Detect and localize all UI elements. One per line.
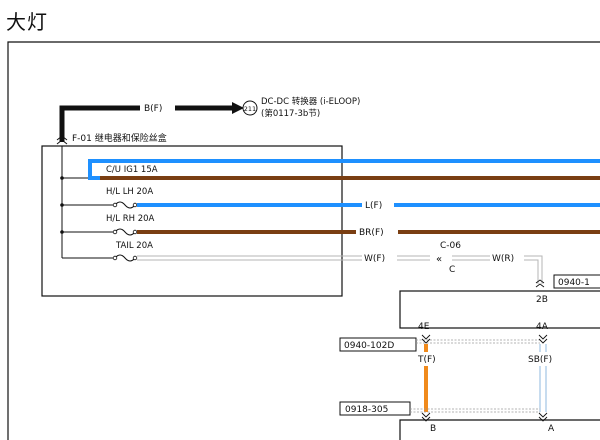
- source-wire: B(F) 211 DC-DC 转换器 (i-ELOOP) (第0117-3b节): [59, 96, 360, 142]
- wire-orange: T(F): [417, 344, 436, 412]
- ref-box-mid: 0940-102D: [344, 341, 394, 351]
- splice-chevron-icon: [535, 279, 545, 288]
- splice-chevron-icon: [56, 135, 68, 145]
- fuse-symbol-icon: [114, 201, 136, 209]
- fuse-label: H/L LH 20A: [106, 187, 153, 197]
- connector-c06-pin: C: [449, 265, 455, 275]
- outer-frame: [7, 41, 600, 440]
- splice-chevron-icon: [421, 334, 431, 344]
- wire-label-orange: T(F): [417, 355, 436, 365]
- arrow-icon: [232, 102, 244, 114]
- source-name: DC-DC 转换器 (i-ELOOP): [261, 96, 360, 107]
- wire-label-rh: BR(F): [359, 228, 384, 238]
- splice-chevron-icon: [538, 334, 548, 344]
- wire-label-sky: SB(F): [528, 355, 552, 365]
- fuse-label: H/L RH 20A: [106, 214, 155, 224]
- fuse-hl-lh: H/L LH 20A L(F): [106, 187, 600, 211]
- wire-sky-blue: SB(F): [528, 344, 552, 412]
- fuse-cu-ig1: C/U IG1 15A: [88, 159, 600, 180]
- fuse-label: TAIL 20A: [115, 241, 153, 251]
- connector-chevron-icon: «: [436, 254, 442, 265]
- component-block: [399, 290, 600, 329]
- fuse-box-title: F-01 继电器和保险丝盒: [72, 132, 167, 144]
- fuse-label: C/U IG1 15A: [106, 165, 158, 175]
- source-section-ref: (第0117-3b节): [261, 108, 320, 119]
- bottom-component: [399, 419, 600, 440]
- wire-label-tail-right: W(R): [492, 254, 514, 264]
- fuse-tail: TAIL 20A W(F) C-06 « C W(R): [112, 241, 543, 284]
- splice-chevron-icon: [538, 412, 548, 422]
- pin-4a: 4A: [536, 322, 549, 332]
- pin-a: A: [548, 424, 555, 434]
- page-title: 大灯: [6, 10, 48, 34]
- splice-chevron-icon: [421, 412, 431, 422]
- ref-box-top: 0940-1: [558, 278, 590, 288]
- pin-2b: 2B: [536, 295, 548, 305]
- pin-b: B: [430, 424, 436, 434]
- fuse-hl-rh: H/L RH 20A BR(F): [106, 214, 600, 238]
- fuse-symbol-icon: [114, 228, 136, 236]
- fuse-box: [41, 145, 343, 297]
- connector-c06-label: C-06: [440, 241, 461, 251]
- source-wire-label: B(F): [144, 104, 162, 114]
- pin-4e: 4E: [418, 322, 430, 332]
- wire-label-lh: L(F): [365, 201, 382, 211]
- ref-box-bot: 0918-305: [345, 405, 388, 415]
- connector-number-badge: [242, 100, 258, 116]
- wire-label-tail-left: W(F): [364, 254, 385, 264]
- fuse-symbol-icon: [114, 254, 136, 262]
- connector-number: 211: [244, 105, 256, 113]
